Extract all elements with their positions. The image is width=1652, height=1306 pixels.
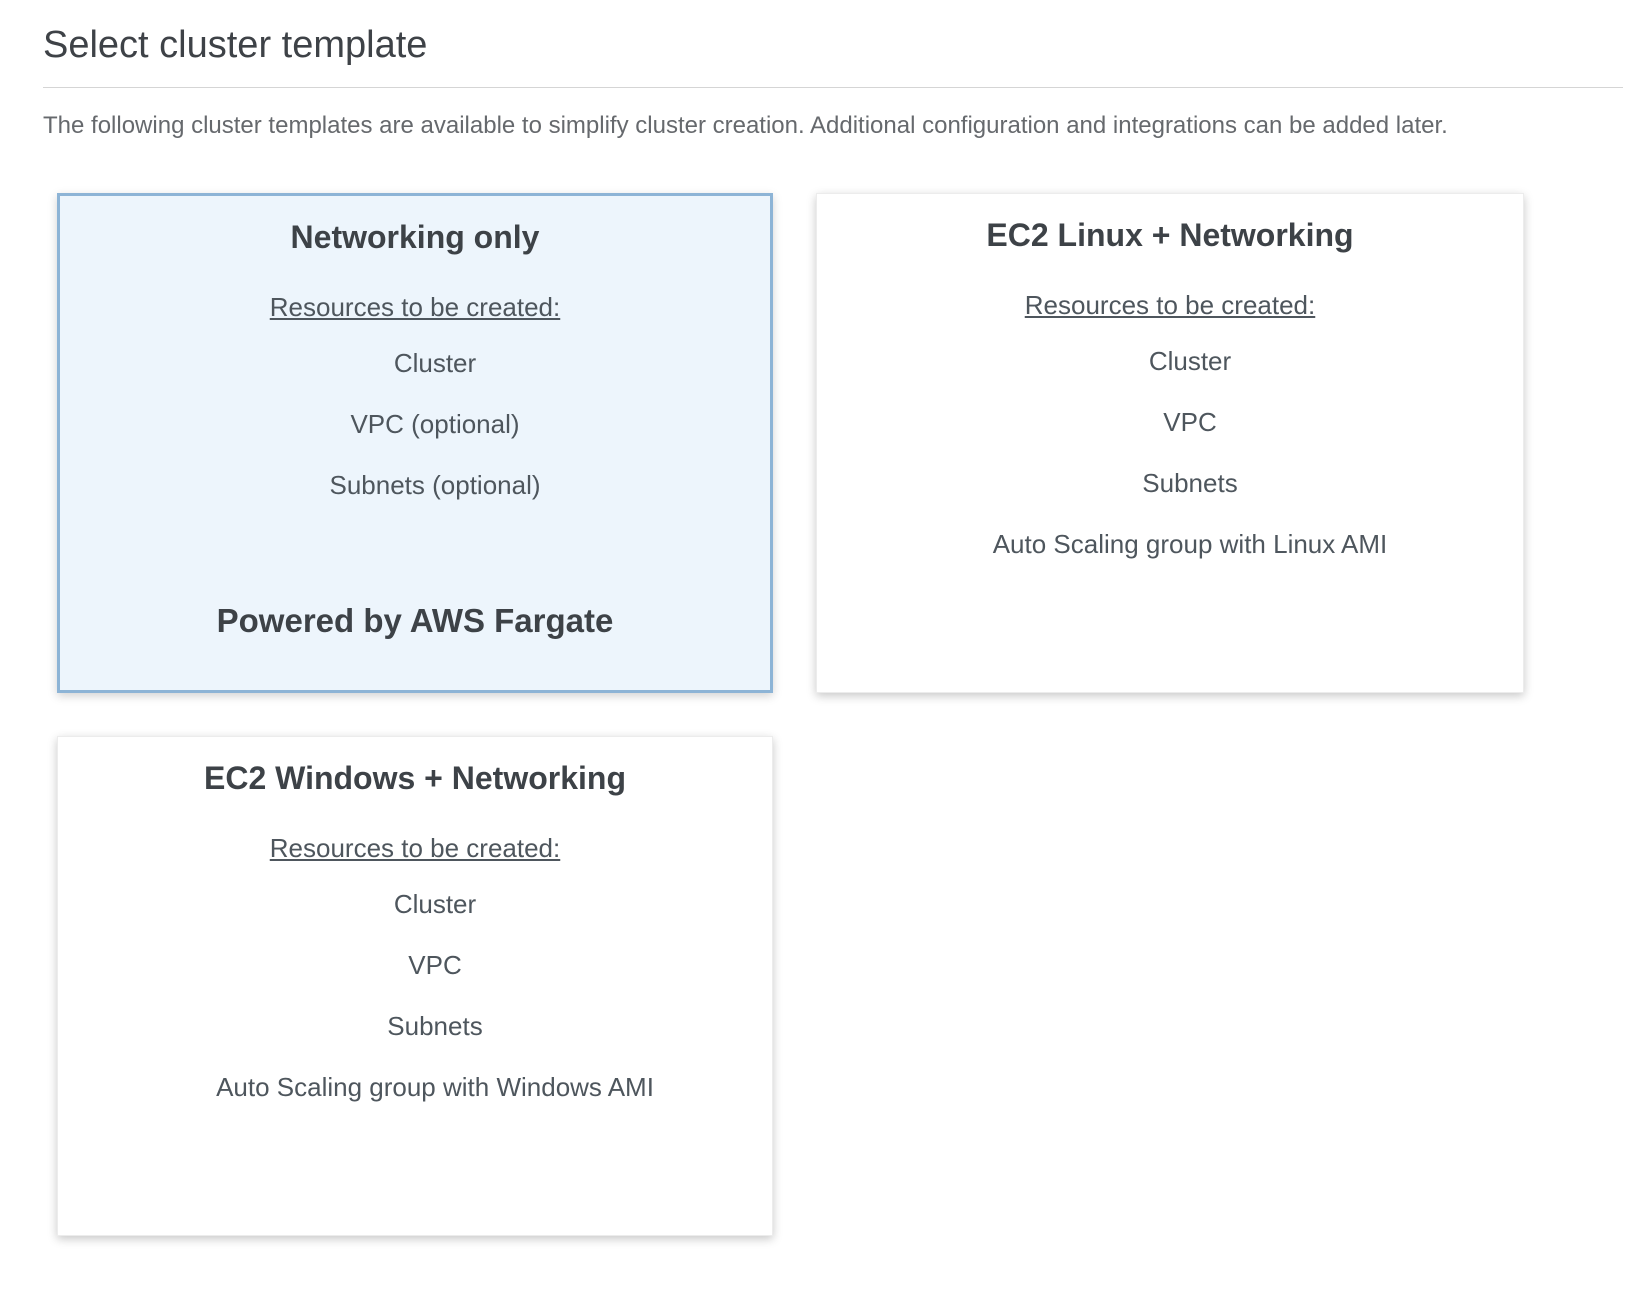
resource-item: Subnets [1142, 468, 1238, 498]
resource-item: Cluster [1148, 346, 1232, 376]
fargate-label: Powered by AWS Fargate [216, 602, 614, 639]
template-card-title: Networking only [290, 219, 540, 255]
resource-item: Cluster [393, 889, 477, 919]
template-card-ec2-linux-networking[interactable]: EC2 Linux + Networking Resources to be c… [816, 193, 1524, 693]
template-card-title: EC2 Linux + Networking [986, 217, 1354, 253]
template-card-title: EC2 Windows + Networking [204, 760, 626, 796]
resource-item: Auto Scaling group with Windows AMI [216, 1072, 654, 1102]
resource-item: VPC [408, 950, 462, 980]
resource-item: VPC (optional) [350, 409, 520, 439]
template-card-networking-only[interactable]: Networking only Resources to be created:… [57, 193, 773, 693]
page-title: Select cluster template [43, 24, 428, 66]
resources-heading: Resources to be created: [269, 292, 561, 322]
title-divider [43, 87, 1623, 88]
resource-item: VPC [1163, 407, 1217, 437]
template-cards: Networking only Resources to be created:… [57, 193, 1623, 1236]
template-card-ec2-windows-networking[interactable]: EC2 Windows + Networking Resources to be… [57, 736, 773, 1236]
resource-item: Auto Scaling group with Linux AMI [992, 529, 1388, 559]
resource-item: Subnets [387, 1011, 483, 1041]
resources-heading: Resources to be created: [1024, 290, 1316, 320]
page-description: The following cluster templates are avai… [43, 112, 1448, 139]
resource-item: Cluster [393, 348, 477, 378]
resource-item: Subnets (optional) [329, 470, 541, 500]
resources-heading: Resources to be created: [269, 833, 561, 863]
